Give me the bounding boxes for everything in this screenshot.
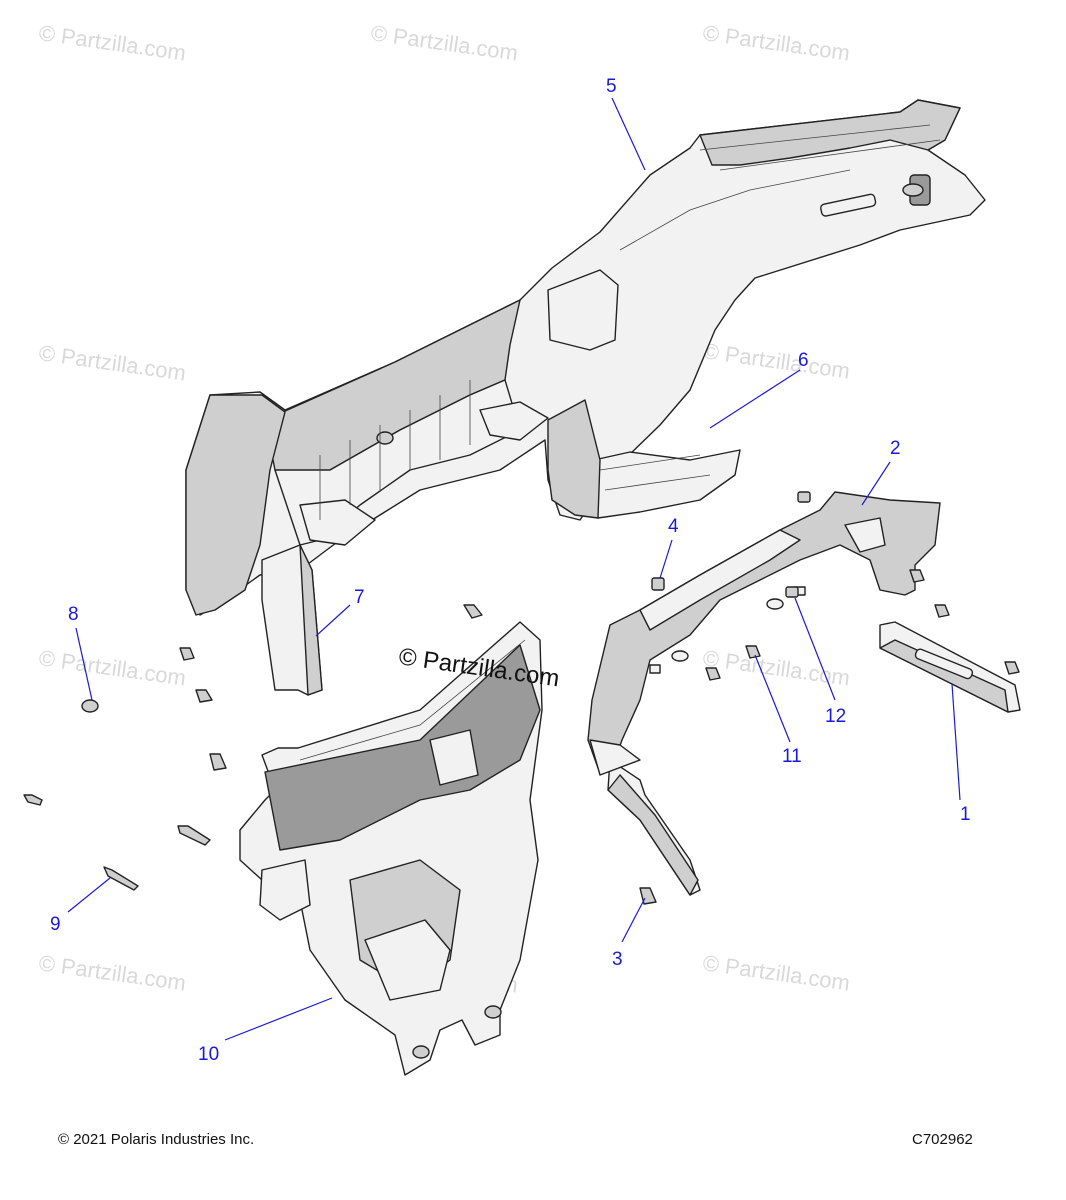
callout-12[interactable]: 12 — [825, 706, 846, 727]
diagram-id: C702962 — [912, 1131, 973, 1148]
callout-11[interactable]: 11 — [782, 746, 802, 767]
callout-2[interactable]: 2 — [890, 438, 901, 459]
screw-top[interactable] — [463, 604, 483, 619]
fastener-12-clip[interactable] — [785, 586, 799, 598]
screw-9[interactable] — [103, 866, 139, 891]
fastener-grommet-top[interactable] — [797, 491, 811, 503]
part-6-side-panel[interactable] — [547, 399, 741, 519]
copyright-text: © 2021 Polaris Industries Inc. — [58, 1131, 254, 1148]
leader-lines — [67, 97, 961, 1041]
callout-8[interactable]: 8 — [68, 604, 79, 625]
watermark: © Partzilla.com — [37, 20, 187, 65]
screw-right[interactable] — [705, 667, 721, 681]
fastener-4-grommet[interactable] — [651, 577, 665, 591]
callout-6[interactable]: 6 — [798, 350, 809, 371]
callout-10[interactable]: 10 — [198, 1044, 219, 1065]
callout-5[interactable]: 5 — [606, 76, 617, 97]
callout-9[interactable]: 9 — [50, 914, 61, 935]
callout-7[interactable]: 7 — [354, 587, 365, 608]
callout-4[interactable]: 4 — [668, 516, 679, 537]
screw-right[interactable] — [934, 604, 950, 618]
watermark: © Partzilla.com — [369, 20, 519, 65]
watermark: © Partzilla.com — [701, 338, 851, 383]
watermark: © Partzilla.com — [37, 340, 187, 385]
part-7-vertical-support[interactable] — [261, 544, 323, 696]
screw-left[interactable] — [179, 647, 195, 661]
callout-1[interactable]: 1 — [960, 804, 971, 825]
screw-left[interactable] — [177, 825, 211, 846]
watermark: © Partzilla.com — [701, 950, 851, 995]
part-2-bracket[interactable] — [587, 491, 941, 771]
part-5-dash-panel[interactable] — [185, 99, 986, 616]
screw-3[interactable] — [639, 887, 657, 905]
screw-8[interactable] — [81, 699, 99, 713]
fasteners — [23, 491, 1020, 905]
callout-3[interactable]: 3 — [612, 949, 623, 970]
part-1-mount-plate[interactable] — [879, 621, 1021, 713]
screw-left[interactable] — [23, 794, 43, 806]
screw-11[interactable] — [745, 645, 761, 659]
watermark: © Partzilla.com — [37, 645, 187, 690]
screw-right[interactable] — [909, 569, 925, 583]
watermark: © Partzilla.com — [37, 950, 187, 995]
part-10-lower-panel[interactable] — [239, 621, 543, 1076]
watermark: © Partzilla.com — [701, 20, 851, 65]
screw-left[interactable] — [195, 689, 213, 703]
part-lower-bracket[interactable] — [589, 739, 701, 896]
screw-right[interactable] — [1004, 661, 1020, 675]
callouts: 5 6 2 4 7 8 12 11 1 9 3 10 — [50, 76, 971, 1065]
screw-left[interactable] — [209, 753, 227, 771]
